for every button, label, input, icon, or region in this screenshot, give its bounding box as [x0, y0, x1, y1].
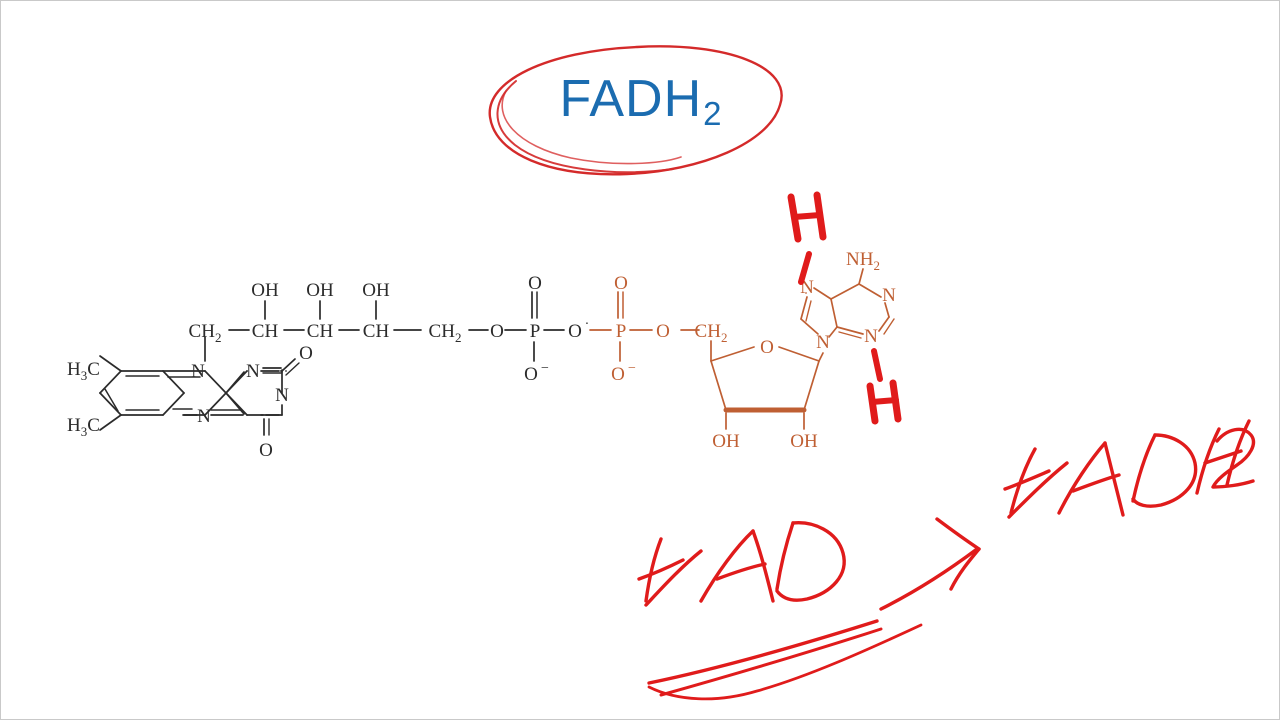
bond-c2-n1: [884, 302, 890, 318]
bond-c1prime-n9: [818, 352, 824, 362]
ribose-oh-left-label: OH: [712, 431, 740, 452]
adenine-n1-label: N: [882, 285, 896, 306]
hydrogen-annotation-lower: [866, 348, 902, 425]
ribitol-labels: CH2 OH OH OH CH CH CH CH2: [189, 280, 462, 345]
bond-c5-c6: [830, 283, 860, 300]
nitrogen-n10-label: N: [191, 361, 205, 382]
adenine-ring-system: [800, 268, 895, 362]
bond-c3prime-c4prime: [710, 360, 727, 411]
bond-n3-c2-double: [883, 318, 895, 335]
phosphate-group-2: [589, 291, 700, 362]
phosphate-1-bridge-o-right-label: O: [568, 321, 582, 342]
flavin-atom-labels: H3C H3C N N N N O O: [67, 343, 313, 461]
phosphate-2-anion-o-label: O: [611, 364, 625, 385]
page-title: FADH2: [1, 69, 1279, 133]
nitrogen-n1-label: N: [246, 361, 260, 382]
methyl-top-bond: [99, 355, 122, 372]
phosphate-1-bridge-dot-icon: ·: [585, 317, 590, 332]
handwritten-subscript-2: [1211, 427, 1256, 489]
bond-n3-c2: [878, 316, 890, 332]
phosphate-1-anion-o-label: O: [524, 364, 538, 385]
adenine-labels: NH2 N N N N: [800, 249, 896, 353]
h-lower-cross-stroke: [869, 397, 899, 405]
bond-c8-n7: [800, 296, 808, 320]
methyl-bottom-label: H3C: [67, 415, 100, 439]
bond-n7-c5: [813, 287, 832, 300]
phosphate-2-bridge-o-right-label: O: [656, 321, 670, 342]
bond-h-to-n3: [871, 348, 883, 382]
bond-c1prime-c2prime: [803, 360, 820, 411]
ribitol-ch2-label: CH2: [189, 321, 222, 345]
handwritten-arrow-icon: [879, 517, 981, 611]
bond-c5prime-ring-o: [710, 346, 755, 362]
handwritten-reaction: [637, 419, 1256, 701]
methyl-bottom-bond: [99, 414, 122, 431]
ribitol-terminal-ch2-label: CH2: [429, 321, 462, 345]
handwritten-letter-F2: [1003, 447, 1069, 519]
phosphate-2-p-label: P: [616, 321, 627, 342]
handwritten-letter-D: [775, 521, 846, 602]
nitrogen-n5-label: N: [197, 406, 211, 427]
ribitol-carbon-1-label: CH: [252, 321, 279, 342]
hand-drawn-ellipse-icon: [488, 45, 783, 176]
oxygen-o4-label: O: [259, 440, 273, 461]
handwritten-underline-strokes: [647, 619, 923, 701]
phosphate-2-double-o-label: O: [614, 273, 628, 294]
bond-c6-n1: [858, 283, 882, 298]
phosphate-1-double-o-label: O: [528, 273, 542, 294]
ribitol-carbon-2-label: CH: [307, 321, 334, 342]
adenine-n9-label: N: [816, 332, 830, 353]
adenine-n3-label: N: [864, 326, 878, 347]
handwritten-letter-A2: [1057, 441, 1125, 517]
phosphate-1-bridge-o-left-label: O: [490, 321, 504, 342]
ribose-ch2-label: CH2: [695, 321, 728, 345]
adenine-amine-label: NH2: [846, 249, 880, 273]
handwritten-letter-D2: [1131, 433, 1198, 508]
ribose-labels: CH2 O OH OH: [695, 321, 818, 452]
hydroxyl-1-label: OH: [251, 280, 279, 301]
bond-h-to-n7: [798, 251, 812, 285]
isoalloxazine-ring-system: [99, 336, 300, 436]
ribitol-carbon-3-label: CH: [363, 321, 390, 342]
bond-c9a-n1: [225, 371, 245, 394]
handwritten-letter-H: [1195, 419, 1251, 495]
bond-n9-c8: [800, 318, 819, 335]
page-title-text: FADH: [559, 70, 703, 128]
bond-c4-n3: [836, 326, 864, 335]
phosphate-1-p-label: P: [530, 321, 541, 342]
phosphate-2-labels: P O O − O: [611, 273, 670, 385]
methyl-top-label: H3C: [67, 359, 100, 383]
bond-c4-n3-double: [838, 331, 862, 339]
ribose-sugar-ring: [710, 340, 820, 430]
ribose-ring-oxygen-label: O: [760, 337, 774, 358]
ribitol-chain: [228, 300, 489, 331]
bond-c4-n9: [828, 326, 838, 338]
benzene-ring: [99, 370, 185, 416]
hydroxyl-2-label: OH: [306, 280, 334, 301]
phosphate-1-labels: O P O O − O ·: [490, 273, 589, 385]
bond-c8-n7-double: [805, 300, 812, 322]
page-title-subscript: 2: [703, 95, 723, 133]
hydroxyl-3-label: OH: [362, 280, 390, 301]
oxygen-o2-label: O: [299, 343, 313, 364]
phosphate-group-1: [504, 291, 565, 362]
h-upper-cross-stroke: [791, 212, 823, 220]
nitrogen-n3-label: N: [275, 385, 289, 406]
bond-c6-nh2: [858, 268, 864, 285]
phosphate-2-anion-charge-label: −: [628, 361, 636, 376]
handwritten-letter-F: [637, 537, 703, 607]
handwritten-letter-A: [699, 529, 775, 603]
phosphate-1-anion-charge-label: −: [541, 361, 549, 376]
ribose-oh-right-label: OH: [790, 431, 818, 452]
bond-c5-c4: [830, 298, 838, 328]
bond-ring-o-c1prime: [778, 346, 820, 362]
hydrogen-annotation-upper: [787, 191, 827, 285]
